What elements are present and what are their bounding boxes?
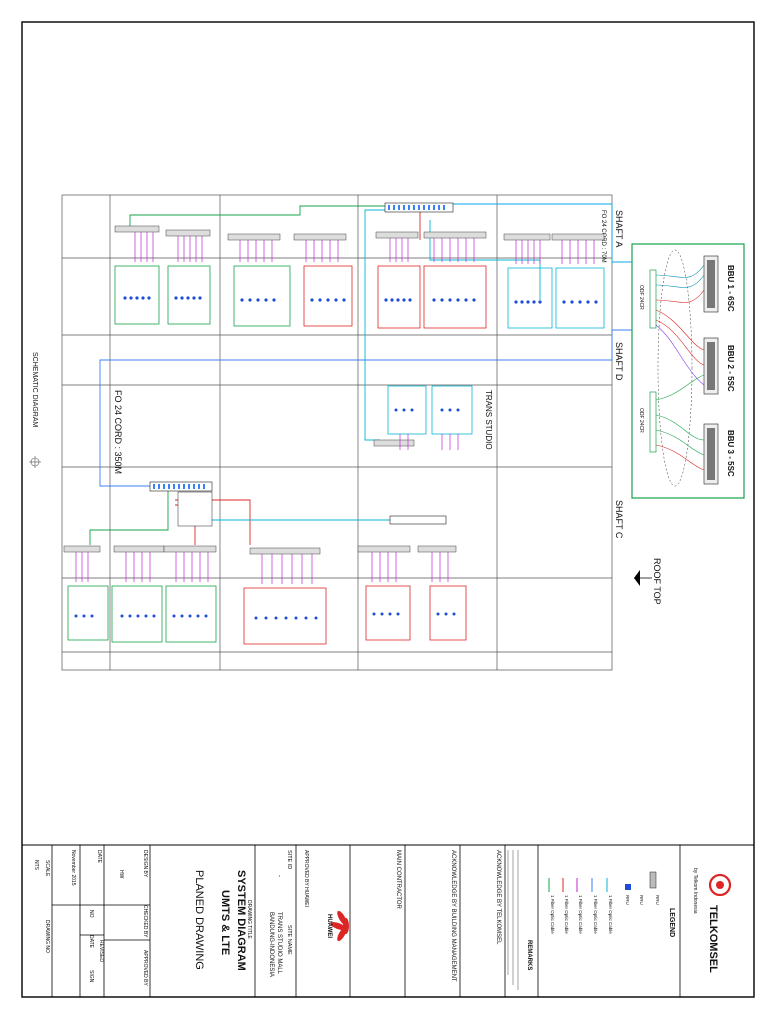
legend-item-fo-1: 1 Fiber Optic Cable (608, 895, 613, 934)
drawing-no-label: DRAWING NO (44, 920, 50, 953)
huawei-logo: HUAWEI APPROVED BY HUAWEI (303, 850, 349, 942)
north-arrow-icon (29, 456, 41, 468)
antenna-group-a1 (114, 225, 160, 325)
main-contractor: MAIN CONTRACTOR (395, 850, 401, 910)
huawei-name: HUAWEI (326, 914, 332, 938)
bbu-unit-3: BBU 3 - 5SC (703, 423, 735, 485)
antenna-group-a4 (293, 233, 353, 327)
design-by-label: DESIGN BY (142, 850, 148, 878)
shaft-a-label: SHAFT A (614, 210, 624, 247)
ack-building: ACKNOWLEDGE BY BUILDING MANAGEMENT (450, 850, 456, 982)
trans-studio-label: TRANS STUDIO (484, 390, 493, 450)
scale-label: SCALE (44, 860, 50, 877)
site-id-label: SITE ID (286, 850, 292, 869)
drawing-title-label: DRAWING TITLE (246, 900, 252, 940)
antenna-group-c5 (357, 545, 411, 641)
drawing-frame (21, 21, 755, 998)
shaft-d-label: SHAFT D (614, 342, 624, 381)
telkomsel-logo: TELKOMSEL by Telkom Indonesia (692, 868, 732, 973)
legend-item-rru-2: RRU (639, 895, 644, 905)
odf-box-2 (649, 391, 657, 453)
bbu-1-label: BBU 1 - 6SC (726, 265, 735, 312)
designer-value: HW (118, 870, 124, 879)
fo-cord-main-label: FO 24 CORD : 350M (113, 390, 123, 474)
ack-telkomsel: ACKNOWLEDGE BY TELKOMSEL (495, 850, 501, 945)
antenna-group-a2 (165, 229, 211, 325)
antenna-group-c6 (417, 545, 467, 641)
rru-icon (649, 871, 657, 889)
date-value: November 2015 (70, 850, 76, 886)
splitter-shaft-c-upper (389, 515, 447, 525)
scale-value: NTS (33, 860, 39, 871)
splitter-shaft-c (149, 481, 213, 492)
shaft-c-label: SHAFT C (614, 500, 624, 539)
site-name-value-2: BANDUNG-INDONESIA (268, 912, 274, 977)
drawing-title-2: UMTS & LTE (219, 890, 231, 955)
odf-1-label: ODF 24CR (638, 285, 644, 310)
logo-tagline: by Telkom Indonesia (692, 868, 698, 914)
roof-top-label: ROOF TOP (652, 558, 662, 605)
legend-item-rru-3: RRU (625, 895, 630, 905)
rev-date-label: DATE (88, 935, 94, 949)
bbu-3-label: BBU 3 - 5SC (726, 430, 735, 477)
odf-box-1 (649, 269, 657, 329)
antenna-group-c2 (111, 545, 165, 643)
checked-by-label: CHECKED BY (142, 905, 148, 938)
logo-name: TELKOMSEL (707, 905, 719, 973)
rev-sign-label: SIGN (88, 970, 94, 983)
antenna-group-d1 (373, 385, 473, 450)
antenna-group-a5 (375, 231, 421, 329)
odf-2-label: ODF 24CR (638, 408, 644, 433)
bbu-2-label: BBU 2 - 5SC (726, 345, 735, 392)
legend-item-fo-2: 1 Fiber Optic Cable (593, 895, 598, 934)
remarks-title: REMARKS (526, 940, 532, 970)
date-label: DATE (96, 850, 102, 864)
splitter-icon (625, 884, 631, 890)
bbu-panel: BBU 1 - 6SC BBU 2 - 5SC BBU 3 - 5SC ODF … (631, 243, 745, 499)
drawing-subtitle: PLANED DRAWING (193, 870, 205, 970)
antenna-group-c3 (163, 545, 217, 643)
legend-item-fo-3: 1 Fiber Optic Cable (578, 895, 583, 934)
roof-top-marker: ROOF TOP (634, 558, 662, 605)
legend-title: LEGEND (668, 908, 675, 937)
drawing-title-1: SYSTEM DIAGRAM (235, 870, 247, 971)
antenna-group-a8 (551, 233, 605, 329)
floor-grid (61, 194, 613, 671)
legend-item-fo-4: 1 Fiber Optic Cable (564, 895, 569, 934)
remarks-text-lines (507, 850, 519, 990)
approved-label: APPROVED BY (142, 950, 148, 987)
backbone-cables (89, 203, 632, 545)
site-name-label: SITE NAME (286, 925, 292, 955)
bbu-unit-1: BBU 1 - 6SC (703, 255, 735, 313)
vertical-splitter-shaft-c (177, 491, 213, 527)
legend-item-fo-5: 1 Fiber Optic Cable (550, 895, 555, 934)
site-name-value-1: TRANS STUDIO MALL (276, 912, 282, 975)
legend-item-rru-1: RRU (655, 895, 660, 905)
revised-label: REVISED (98, 940, 104, 962)
approved-by-huawei: APPROVED BY HUAWEI (303, 850, 309, 907)
title-block (51, 845, 681, 997)
splitter-top (384, 202, 454, 213)
legend: LEGEND RRU RRU RRU 1 Fiber Optic Cable 1… (548, 871, 675, 937)
bbu-unit-2: BBU 2 - 5SC (703, 337, 735, 395)
antenna-group-c1 (63, 545, 109, 641)
site-id-value: - (276, 875, 282, 877)
antenna-group-a3 (227, 233, 291, 327)
rev-no-label: NO (88, 910, 94, 918)
antenna-group-c4 (243, 547, 327, 645)
schematic-diagram-label: SCHEMATIC DIAGRAM (31, 352, 38, 427)
antenna-group-a6 (423, 231, 487, 329)
antenna-group-a7 (503, 233, 553, 329)
